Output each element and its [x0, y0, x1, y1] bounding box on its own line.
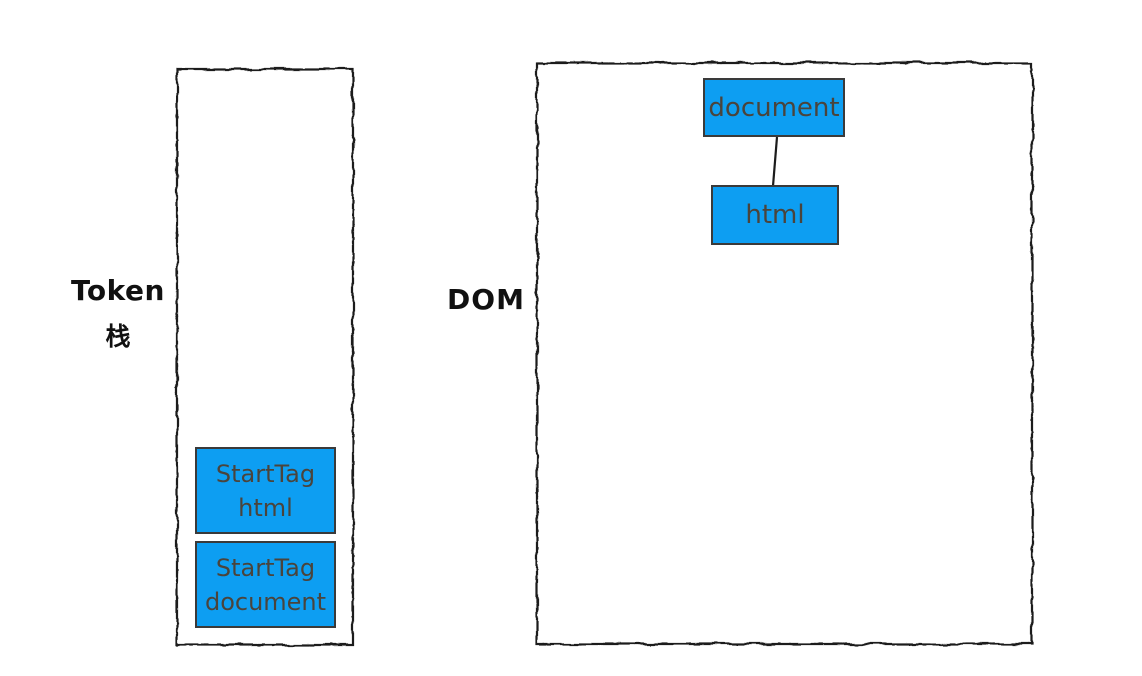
token-stack-label-line1: Token [71, 274, 165, 307]
stack-item-line: StartTag [215, 553, 316, 582]
stack-item-starttag-document: StartTag document [195, 541, 336, 628]
dom-node-document: document [703, 78, 845, 137]
dom-edge-line [771, 136, 779, 187]
stack-item-line: StartTag [215, 459, 316, 488]
dom-node-html: html [711, 185, 839, 245]
dom-outline [535, 61, 1034, 646]
stack-item-line: html [238, 493, 293, 522]
stack-item-line: document [204, 587, 327, 616]
token-stack-label-line2: 栈 [105, 322, 131, 351]
stack-item-starttag-html: StartTag html [195, 447, 336, 534]
token-stack-label: Token 栈 [56, 274, 180, 352]
dom-label: DOM [447, 283, 525, 316]
